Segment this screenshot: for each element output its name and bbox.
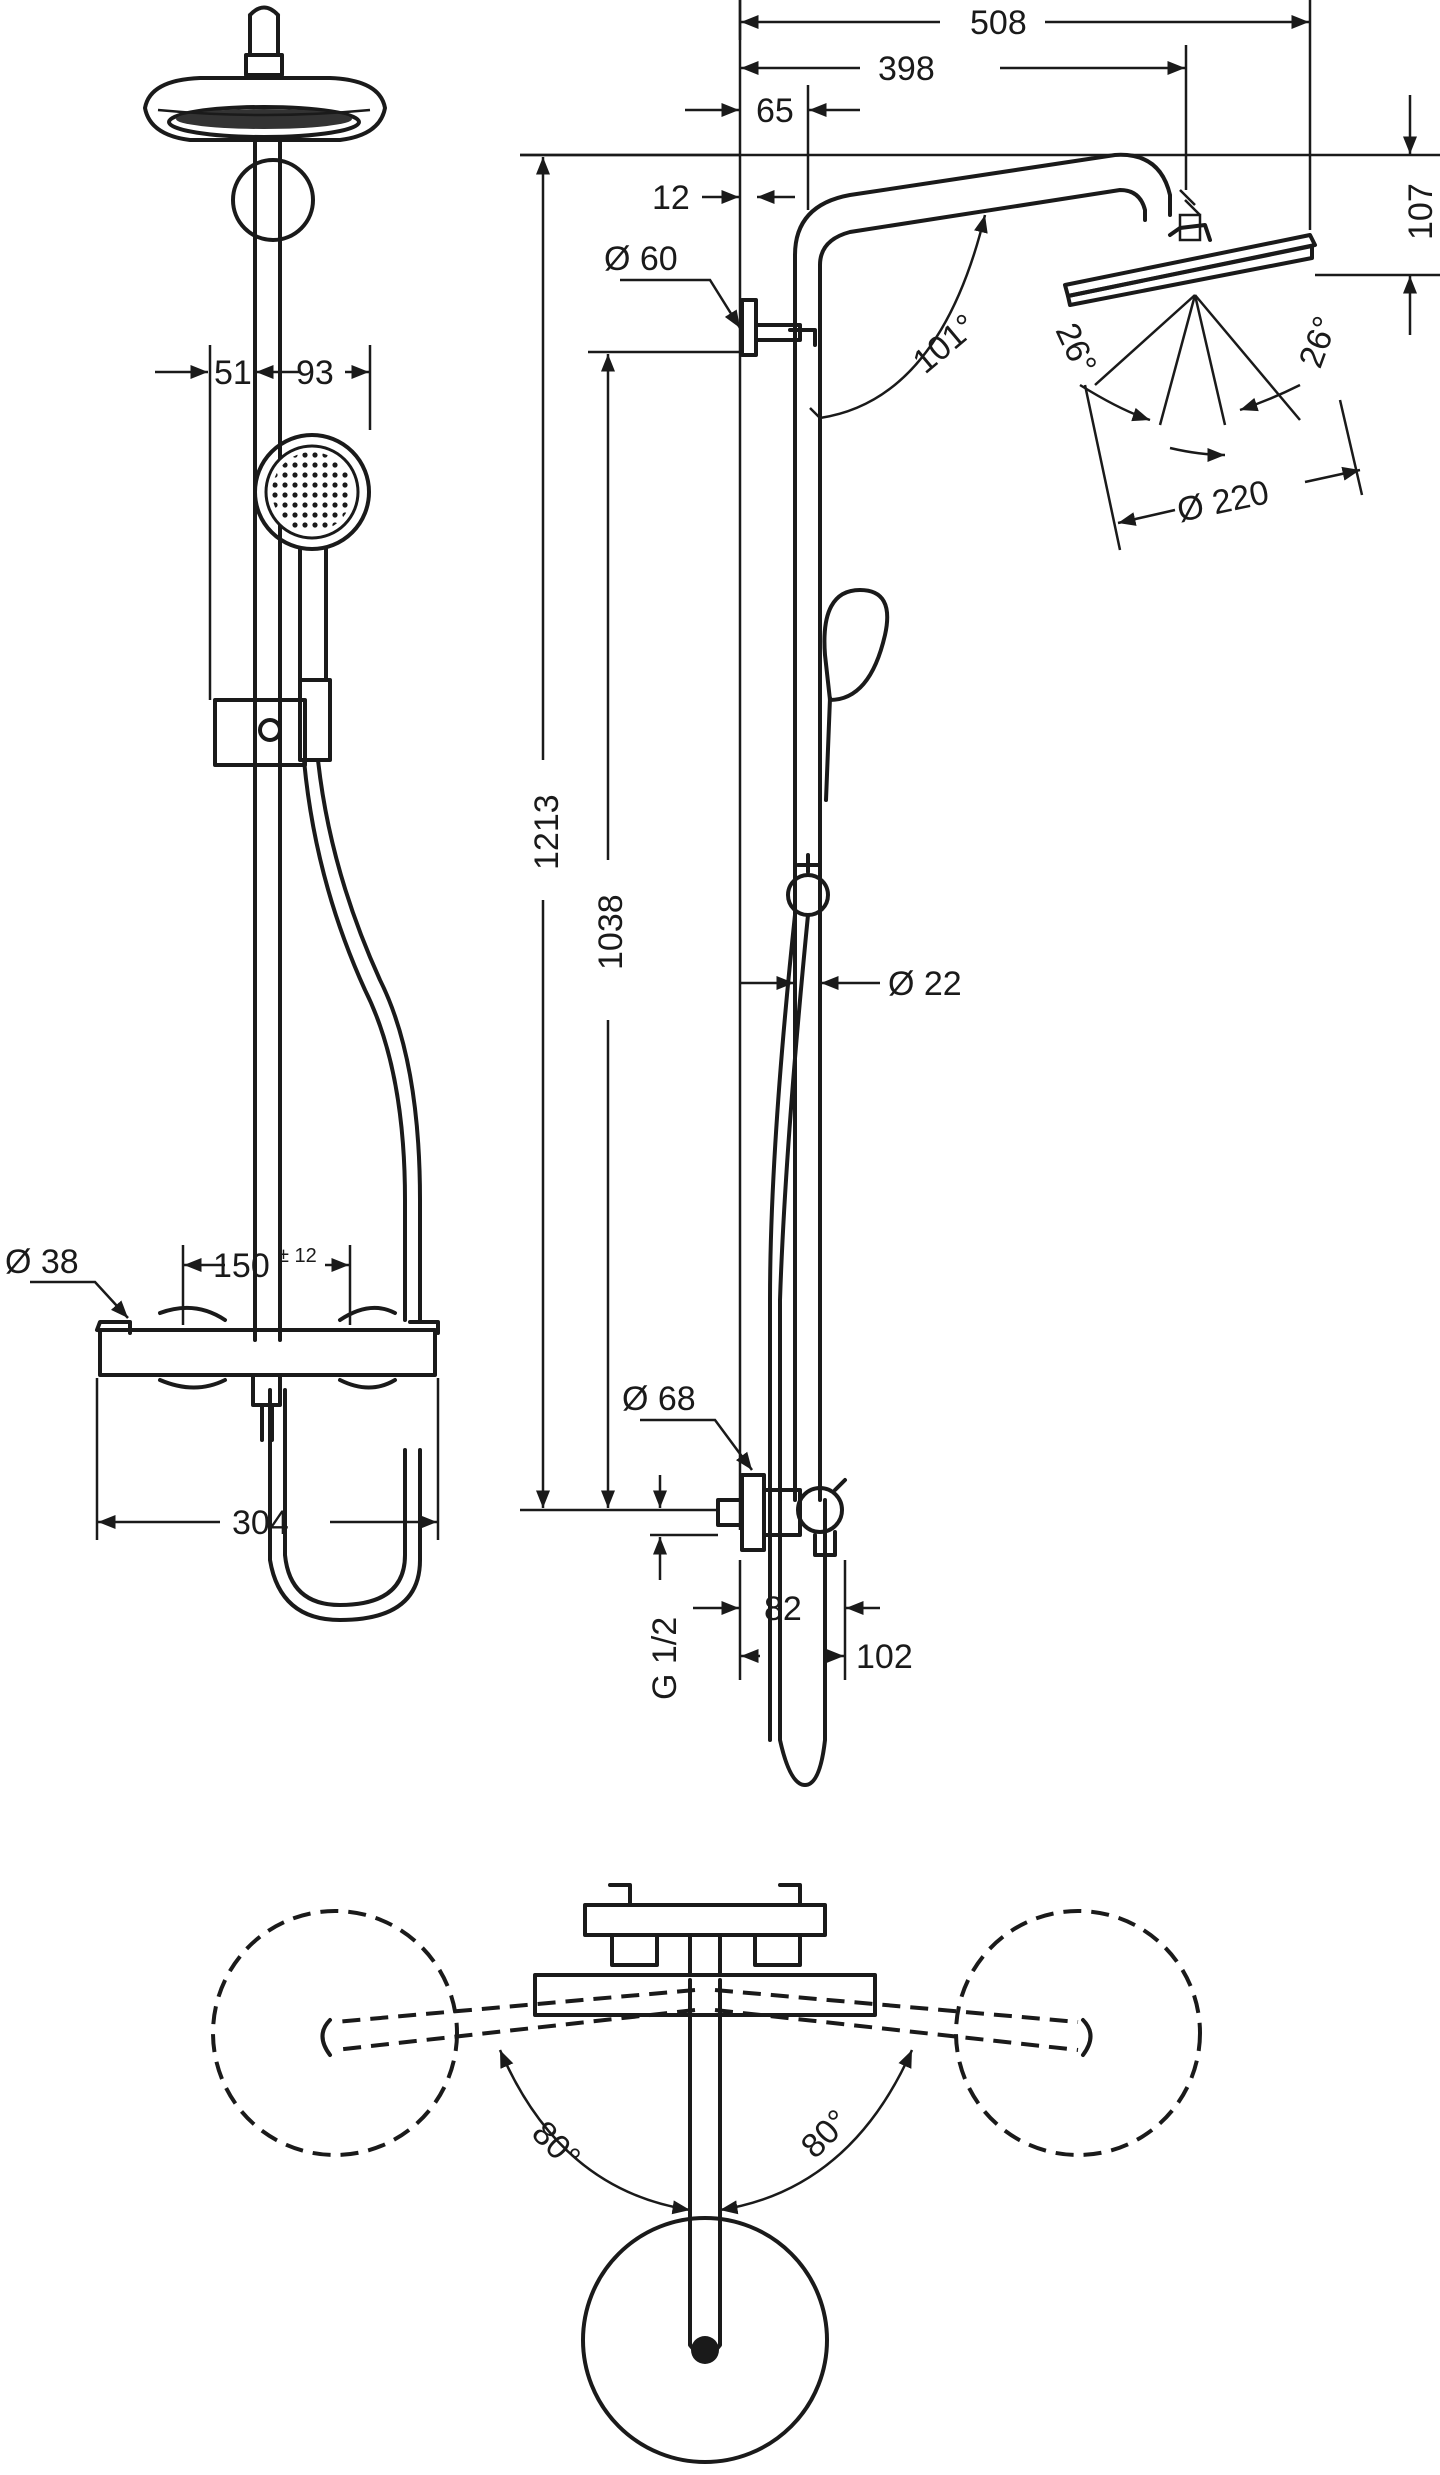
dim-mixer-depth-total: 102 — [856, 1638, 913, 1676]
dim-pipe-dia: Ø 22 — [888, 965, 962, 1003]
side-view — [716, 0, 1317, 1787]
side-head — [1063, 223, 1317, 307]
dim-width-total: 508 — [970, 4, 1027, 42]
side-dimensions: 508 398 65 12 Ø 60 107 26° 26° Ø 220 — [520, 0, 1440, 1700]
dim-handshower-width: 93 — [296, 354, 334, 392]
hand-shower — [253, 433, 371, 682]
dim-spray-angle-left: 26° — [1048, 317, 1104, 380]
slider-bracket — [213, 678, 332, 767]
dim-mixer-depth: 82 — [764, 1590, 802, 1628]
thermostatic-mixer — [95, 1305, 440, 1442]
front-view — [95, 5, 440, 1622]
dim-swivel-right: 80° — [794, 2102, 857, 2165]
dim-head-height: 107 — [1402, 183, 1440, 240]
dim-spray-angle-right: 26° — [1292, 311, 1345, 372]
top-view: 80° 80° — [211, 1883, 1202, 2464]
dim-inlet-spacing: 150 — [213, 1247, 270, 1285]
side-mixer — [716, 1473, 847, 1557]
dim-wall-plate-dia: Ø 60 — [604, 240, 678, 278]
dim-swivel-left: 80° — [524, 2114, 587, 2177]
dim-width-head-arm: 398 — [878, 50, 935, 88]
dim-wall-offset: 65 — [756, 92, 794, 130]
dim-knob-dia: Ø 38 — [5, 1243, 79, 1281]
rain-shower-head — [143, 76, 387, 142]
dim-handshower-offset: 51 — [214, 354, 252, 392]
dim-thread: G 1/2 — [646, 1617, 684, 1700]
front-dimensions: 51 93 150 ± 12 Ø 38 304 — [5, 345, 440, 1542]
dim-head-dia: Ø 220 — [1174, 473, 1273, 529]
dim-inlet-tolerance: ± 12 — [278, 1245, 317, 1267]
dim-mixer-to-bracket: 1038 — [592, 894, 630, 970]
side-hand-shower — [786, 588, 890, 917]
dim-total-height: 1213 — [528, 794, 566, 870]
dim-wall-plate-gap: 12 — [652, 179, 690, 217]
dim-mixer-plate-dia: Ø 68 — [622, 1380, 696, 1418]
dim-mixer-width: 304 — [232, 1504, 289, 1542]
dim-arm-angle: 101° — [906, 307, 984, 381]
